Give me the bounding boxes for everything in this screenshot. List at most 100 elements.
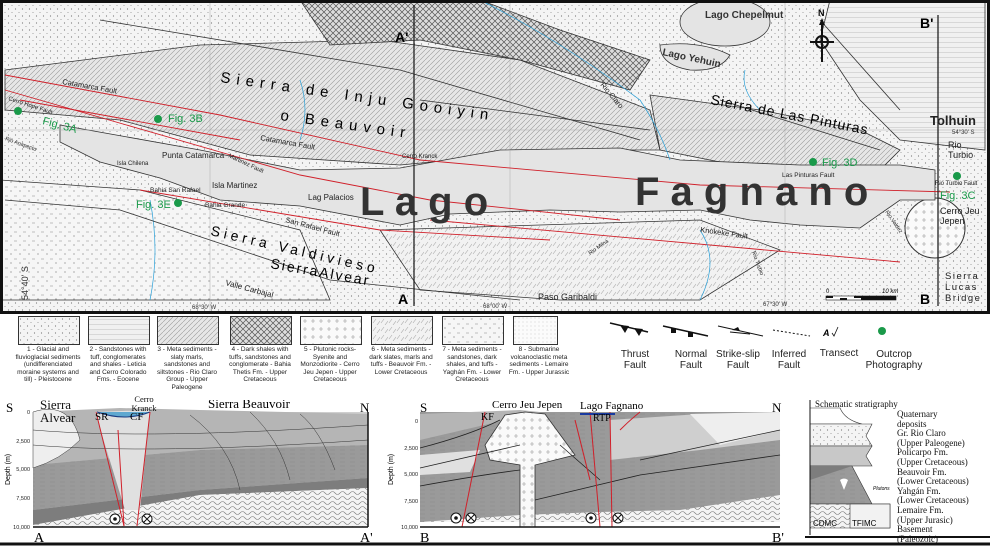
svg-text:A: A — [822, 328, 830, 338]
section-a-label-sr: SR — [95, 411, 109, 423]
strat-unit: (Upper Cretaceous) — [897, 457, 968, 467]
longitude-label: 68°00' W — [483, 304, 508, 310]
longitude-label: 67°30' W — [763, 302, 788, 308]
fig-3b-label: Fig. 3B — [168, 113, 203, 125]
strike-slip-fault-icon — [717, 325, 764, 337]
place-label: Paso Garibaldi — [538, 292, 597, 302]
lago-fagnano-shape — [59, 124, 936, 229]
legend-thrust-label: Thrust Fault — [620, 349, 650, 371]
strat-unit: Policarpo Fm. — [897, 447, 948, 458]
section-a-tick: 7,500 — [16, 496, 30, 502]
strat-unit: Gr. Rio Claro — [897, 428, 946, 439]
section-b-tick: 7,500 — [404, 499, 418, 505]
strat-tfimc-label: TFIMC — [852, 519, 877, 528]
north-arrow-icon — [810, 18, 834, 62]
transect-a-end-label: A' — [395, 29, 408, 45]
strat-unit: Lemaire Fm. — [897, 505, 944, 515]
section-b-tick: 2,500 — [404, 446, 418, 452]
legend-caption-6: 6 - Meta sediments - dark slates, marls … — [369, 346, 433, 376]
section-a-tick: 0 — [27, 410, 30, 416]
strat-unit: Quaternary — [897, 409, 938, 419]
fig-3c-label: Fig. 3C — [940, 190, 976, 202]
section-a — [32, 408, 369, 528]
place-label: Isla Chilena — [117, 161, 149, 167]
legend-caption-5: 5 - Plutonic rocks- Syenite and Monzodio… — [300, 346, 360, 383]
range-label-lucas-bridge: Sierra Lucas Bridge — [945, 271, 982, 304]
lake-label-lago: L a g o — [360, 180, 488, 224]
outcrop-point[interactable] — [953, 172, 961, 180]
section-b-tick: 5,000 — [404, 472, 418, 478]
place-label-cerro-jeu-jepen: Cerro Jeu Jepen — [940, 206, 980, 226]
legend-caption-1: 1 - Glacial and fluvioglacial sediments … — [15, 346, 81, 383]
legend-swatch-3 — [157, 316, 219, 345]
outcrop-point[interactable] — [14, 107, 22, 115]
strat-unit: Basement — [897, 524, 933, 535]
legend-swatch-8 — [513, 316, 558, 345]
place-label: Isla Martinez — [212, 181, 257, 190]
outcrop-points — [14, 107, 961, 207]
strat-unit: (Paleozoic) — [897, 533, 938, 544]
legend-caption-7: 7 - Meta sediments - sandstones, dark sh… — [442, 346, 502, 383]
section-b-label-kf: KF — [481, 412, 494, 423]
legend-swatch-1 — [18, 316, 80, 345]
strat-unit: (Lower Cretaceous) — [897, 495, 969, 506]
outcrop-point[interactable] — [154, 115, 162, 123]
section-b — [419, 410, 781, 528]
north-label: N — [818, 8, 825, 18]
legend-symbols: A — [609, 322, 886, 338]
fig-3d-label: Fig. 3D — [822, 157, 858, 169]
fault-label: Las Pinturas Fault — [782, 172, 835, 179]
place-label-rio-turbio: Rio Turbio — [948, 140, 974, 160]
section-b-label-jeu-jepen: Cerro Jeu Jepen — [492, 400, 563, 411]
section-a-label-alvear: Sierra Alvear — [40, 397, 76, 425]
outcrop-point[interactable] — [174, 199, 182, 207]
geological-map: A' A B' B L a g o F a g n a n o Lago Che… — [0, 0, 990, 314]
section-b-end: B' — [772, 531, 784, 546]
section-a-tick: 10,000 — [13, 525, 30, 531]
thrust-fault-icon — [609, 322, 649, 336]
fault-label: Rio Turbio Fault — [935, 181, 978, 187]
strat-unit: deposits — [897, 418, 927, 429]
section-a-north: N — [360, 400, 370, 415]
section-a-tick: 2,500 — [16, 439, 30, 445]
place-label: Bahia San Rafael — [150, 187, 201, 194]
strat-unit: (Lower Cretaceous) — [897, 476, 969, 487]
place-label: Cerro Kranck — [402, 154, 438, 160]
section-b-axis-title: Depth (m) — [388, 454, 395, 485]
legend-swatch-5 — [300, 316, 362, 345]
legend-caption-3: 3 - Meta sediments - slaty marls, sandst… — [157, 346, 217, 391]
fig-3e-label: Fig. 3E — [136, 199, 171, 211]
section-a-tick: 5,000 — [16, 467, 30, 473]
section-a-end: A' — [360, 531, 373, 546]
strat-unit: (Upper Paleogene) — [897, 437, 965, 448]
transect-a-start-label: A — [398, 291, 408, 307]
scale-bar — [825, 295, 897, 301]
strat-cdmc-label: CDMC — [813, 519, 837, 528]
legend-caption-4: 4 - Dark shales with tuffs, sandstones a… — [229, 346, 291, 383]
cross-sections: 0 2,500 5,000 7,500 10,000 Depth (m) S N… — [0, 400, 990, 546]
strat-unit: (Upper Jurasic) — [897, 514, 953, 525]
section-b-label-rtp: RTP — [593, 413, 611, 424]
legend-normal-label: Normal Fault — [674, 349, 708, 371]
scale-end: 10 km — [882, 289, 898, 295]
legend-swatch-2 — [88, 316, 150, 345]
stratigraphy-column — [809, 400, 891, 535]
transect-b-end-label: B' — [920, 15, 933, 31]
section-b-south: S — [420, 400, 427, 415]
longitude-label: 68°30' W — [192, 305, 217, 311]
outcrop-point[interactable] — [809, 158, 817, 166]
strat-plutons-label: Plutons — [873, 486, 890, 492]
legend-swatch-4 — [230, 316, 292, 345]
legend-caption-8: 8 - Submarine volcanoclastic meta sedime… — [508, 346, 570, 376]
scale-zero: 0 — [826, 289, 830, 295]
legend-inferred-label: Inferred Fault — [771, 349, 807, 371]
strat-unit: Yahgán Fm. — [897, 485, 941, 496]
strat-title: Schematic stratigraphy — [815, 399, 898, 409]
latitude-label: 54°30' S — [952, 130, 975, 136]
section-b-north: N — [772, 400, 782, 415]
legend-strike-slip-label: Strike-slip Fault — [716, 349, 760, 371]
lake-label-chepelmut: Lago Chepelmut — [705, 10, 784, 21]
inferred-fault-icon — [772, 329, 811, 337]
legend-transect-label: Transect — [819, 348, 859, 359]
